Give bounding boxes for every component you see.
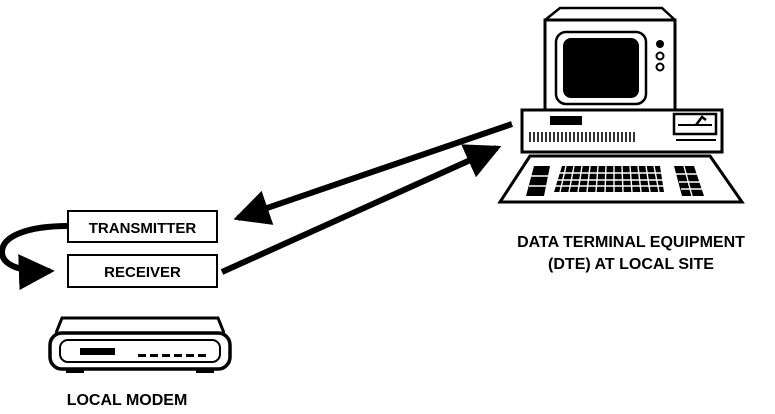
dte-caption-line-2: (DTE) AT LOCAL SITE [548,256,714,273]
dte-caption-line-1: DATA TERMINAL EQUIPMENT [517,234,745,251]
vent-grille [529,132,635,142]
modem-icon [48,316,232,373]
computer-icon [497,6,745,204]
modem-foot-right [196,368,214,373]
power-dot [656,40,664,48]
modem-top [54,316,226,334]
keyboard-left-keys [526,166,550,196]
arrow-dte-to-transmitter [233,121,513,225]
control-knob-2 [655,62,665,72]
screen [563,38,639,98]
receiver-box: RECEIVER [67,254,218,288]
modem-display [80,348,115,355]
loopback-arrow [0,223,69,291]
keyboard-key-grid [529,165,702,197]
transmitter-box: TRANSMITTER [67,210,218,243]
modem-foot-left [66,368,84,373]
arrow-receiver-to-dte [220,144,502,275]
drive-slot [550,116,582,125]
receiver-label: RECEIVER [104,264,181,281]
transmitter-label: TRANSMITTER [89,220,197,237]
drive-latch [695,115,707,126]
control-knob-1 [655,51,665,61]
modem-caption: LOCAL MODEM [67,392,188,409]
modem-indicator-lights [138,354,206,357]
monitor-bevel [544,6,676,21]
